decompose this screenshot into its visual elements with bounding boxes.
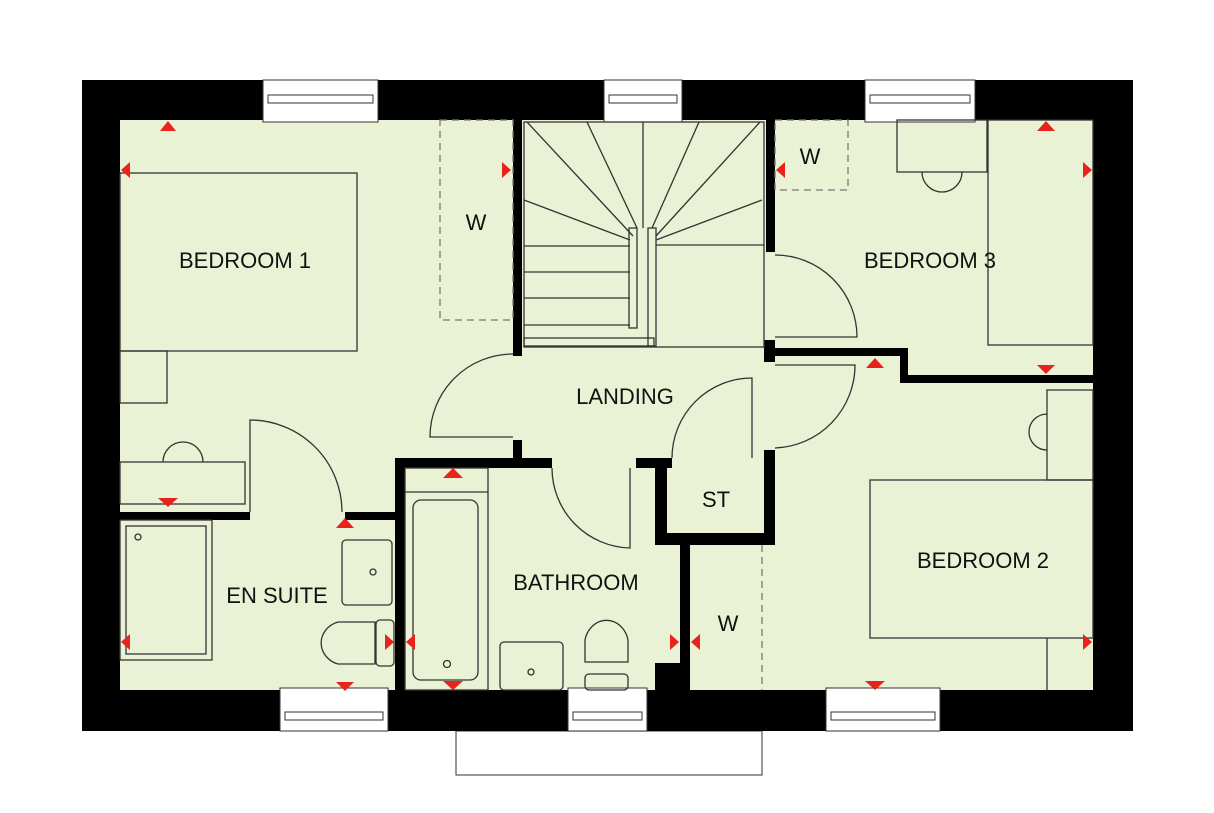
bay-outline (455, 730, 763, 776)
windows (262, 79, 976, 732)
wardrobe-label: W (800, 144, 821, 169)
door-bedroom2 (774, 364, 856, 449)
window-sill (267, 94, 374, 104)
toilet (320, 621, 376, 665)
room-label-en-suite: EN SUITE (226, 583, 327, 608)
bedroom2-furniture (869, 389, 1094, 690)
window-sill (572, 711, 643, 721)
bed (119, 172, 358, 352)
chair (162, 441, 204, 463)
door-en-suite (249, 419, 343, 513)
basin (341, 539, 393, 606)
dimension-markers (121, 121, 1092, 691)
window (279, 687, 389, 732)
window-sill (869, 94, 971, 104)
doors (249, 254, 858, 549)
toilet (584, 619, 629, 663)
window (567, 687, 648, 732)
bedroom3-furniture (896, 119, 1094, 346)
wardrobe-label: W (466, 210, 487, 235)
bedside-table (119, 350, 168, 404)
basin (499, 641, 564, 691)
shower-tray (119, 519, 213, 661)
floor-area (100, 100, 1110, 710)
bed (869, 479, 1094, 639)
room-label-bedroom1: BEDROOM 1 (179, 248, 311, 273)
bathroom-fixtures (404, 467, 629, 691)
window-sill (830, 711, 936, 721)
internal-walls (120, 120, 1093, 690)
desk (896, 119, 988, 173)
staircase (523, 121, 765, 348)
door-bedroom1 (429, 353, 514, 438)
chair (1028, 413, 1048, 451)
en-suite-fixtures (119, 519, 395, 667)
desk (119, 461, 246, 505)
wardrobe-bedroom3 (774, 119, 849, 191)
bed (987, 119, 1094, 346)
chair (921, 171, 963, 193)
door-bedroom3 (774, 254, 858, 338)
window (825, 687, 941, 732)
window-sill (608, 94, 678, 104)
room-label-landing: LANDING (576, 384, 674, 409)
bedroom1-furniture (119, 172, 358, 505)
room-label-bedroom3: BEDROOM 3 (864, 248, 996, 273)
door-store (671, 377, 753, 459)
wardrobe-bedroom1 (439, 119, 514, 321)
room-label-store: ST (702, 487, 730, 512)
wardrobe-label: W (718, 611, 739, 636)
window-sill (284, 711, 384, 721)
bath (404, 467, 489, 691)
door-bathroom (551, 467, 631, 549)
room-label-bathroom: BATHROOM (513, 570, 638, 595)
room-label-bedroom2: BEDROOM 2 (917, 548, 1049, 573)
